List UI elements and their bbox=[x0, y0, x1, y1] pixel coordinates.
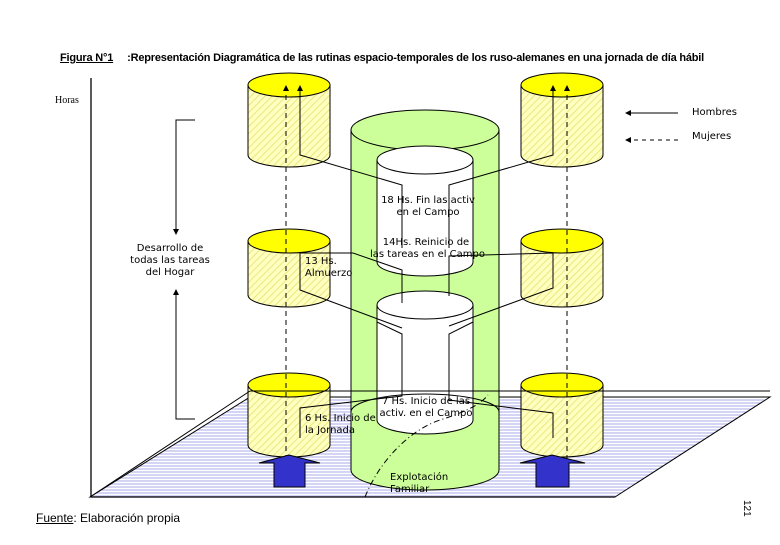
inicio-jornada-annotation: 6 Hs. Inicio de la Jornada bbox=[305, 413, 376, 437]
fin-line-1: 18 Hs. Fin las activ bbox=[381, 195, 475, 206]
blue-arrow-right bbox=[519, 454, 586, 488]
y-axis-label: Horas bbox=[55, 95, 79, 106]
men-path-right-afternoon bbox=[448, 252, 554, 327]
source-note: Fuente: Elaboración propia bbox=[36, 511, 180, 525]
explotacion-boundary bbox=[364, 394, 489, 498]
source-text: : Elaboración propia bbox=[73, 511, 181, 525]
inicio-jornada-line-2: la Jornada bbox=[305, 425, 356, 436]
men-path-right-morning bbox=[448, 321, 554, 438]
explotacion-line-1: Explotación bbox=[390, 472, 449, 483]
inicio-activ-line-1: 7 Hs. Inicio de las bbox=[381, 396, 471, 407]
figure-title-text: :Representación Diagramática de las ruti… bbox=[127, 52, 705, 64]
reinicio-line-1: 14Hs. Reinicio de bbox=[382, 237, 470, 248]
explotacion-line-2: Familiar bbox=[390, 484, 430, 495]
explotacion-annotation: Explotación Familiar bbox=[390, 472, 448, 496]
figure-label: Figura N°1 bbox=[60, 52, 114, 64]
reinicio-annotation: 14Hs. Reinicio de las tareas en el Campo bbox=[370, 237, 485, 261]
almuerzo-annotation: 13 Hs. Almuerzo bbox=[305, 256, 352, 280]
men-path-left-evening bbox=[297, 85, 403, 248]
hogar-annotation: Desarrollo de todas las tareas del Hogar bbox=[130, 243, 210, 279]
inicio-activ-line-2: activ. en el Campo bbox=[379, 408, 473, 419]
blue-arrow-left bbox=[258, 454, 321, 488]
plane-left-edge bbox=[89, 390, 251, 498]
home-cylinder-right-mid bbox=[520, 228, 604, 308]
reinicio-line-2: las tareas en el Campo bbox=[370, 249, 485, 260]
home-cylinder-left-top bbox=[247, 72, 331, 168]
home-cylinder-left-mid bbox=[247, 228, 331, 308]
legend-hombres-label: Hombres bbox=[692, 107, 737, 118]
home-cylinder-right-top bbox=[520, 72, 604, 168]
legend-mujeres-label: Mujeres bbox=[692, 131, 732, 142]
men-path-left-morning bbox=[299, 321, 403, 438]
page-number: 121 bbox=[741, 500, 752, 517]
almuerzo-line-2: Almuerzo bbox=[305, 268, 353, 279]
fin-annotation: 18 Hs. Fin las activ en el Campo bbox=[378, 195, 478, 219]
fin-line-2: en el Campo bbox=[396, 207, 460, 218]
hogar-line-2: todas las tareas bbox=[130, 255, 210, 266]
hogar-line-1: Desarrollo de bbox=[136, 243, 204, 254]
hogar-arrow-up bbox=[173, 289, 195, 420]
almuerzo-line-1: 13 Hs. bbox=[305, 256, 337, 267]
men-path-left-afternoon bbox=[299, 252, 403, 329]
figure-title: Figura N°1 :Representación Diagramática d… bbox=[60, 52, 704, 64]
inicio-jornada-line-1: 6 Hs. Inicio de bbox=[305, 413, 376, 424]
hogar-arrow-down bbox=[173, 119, 195, 235]
men-path-right-evening bbox=[448, 85, 556, 248]
hogar-line-3: del Hogar bbox=[145, 267, 195, 278]
source-label: Fuente bbox=[36, 511, 74, 525]
inicio-activ-annotation: 7 Hs. Inicio de las activ. en el Campo bbox=[376, 396, 476, 420]
home-cylinder-right-bottom bbox=[520, 372, 604, 458]
